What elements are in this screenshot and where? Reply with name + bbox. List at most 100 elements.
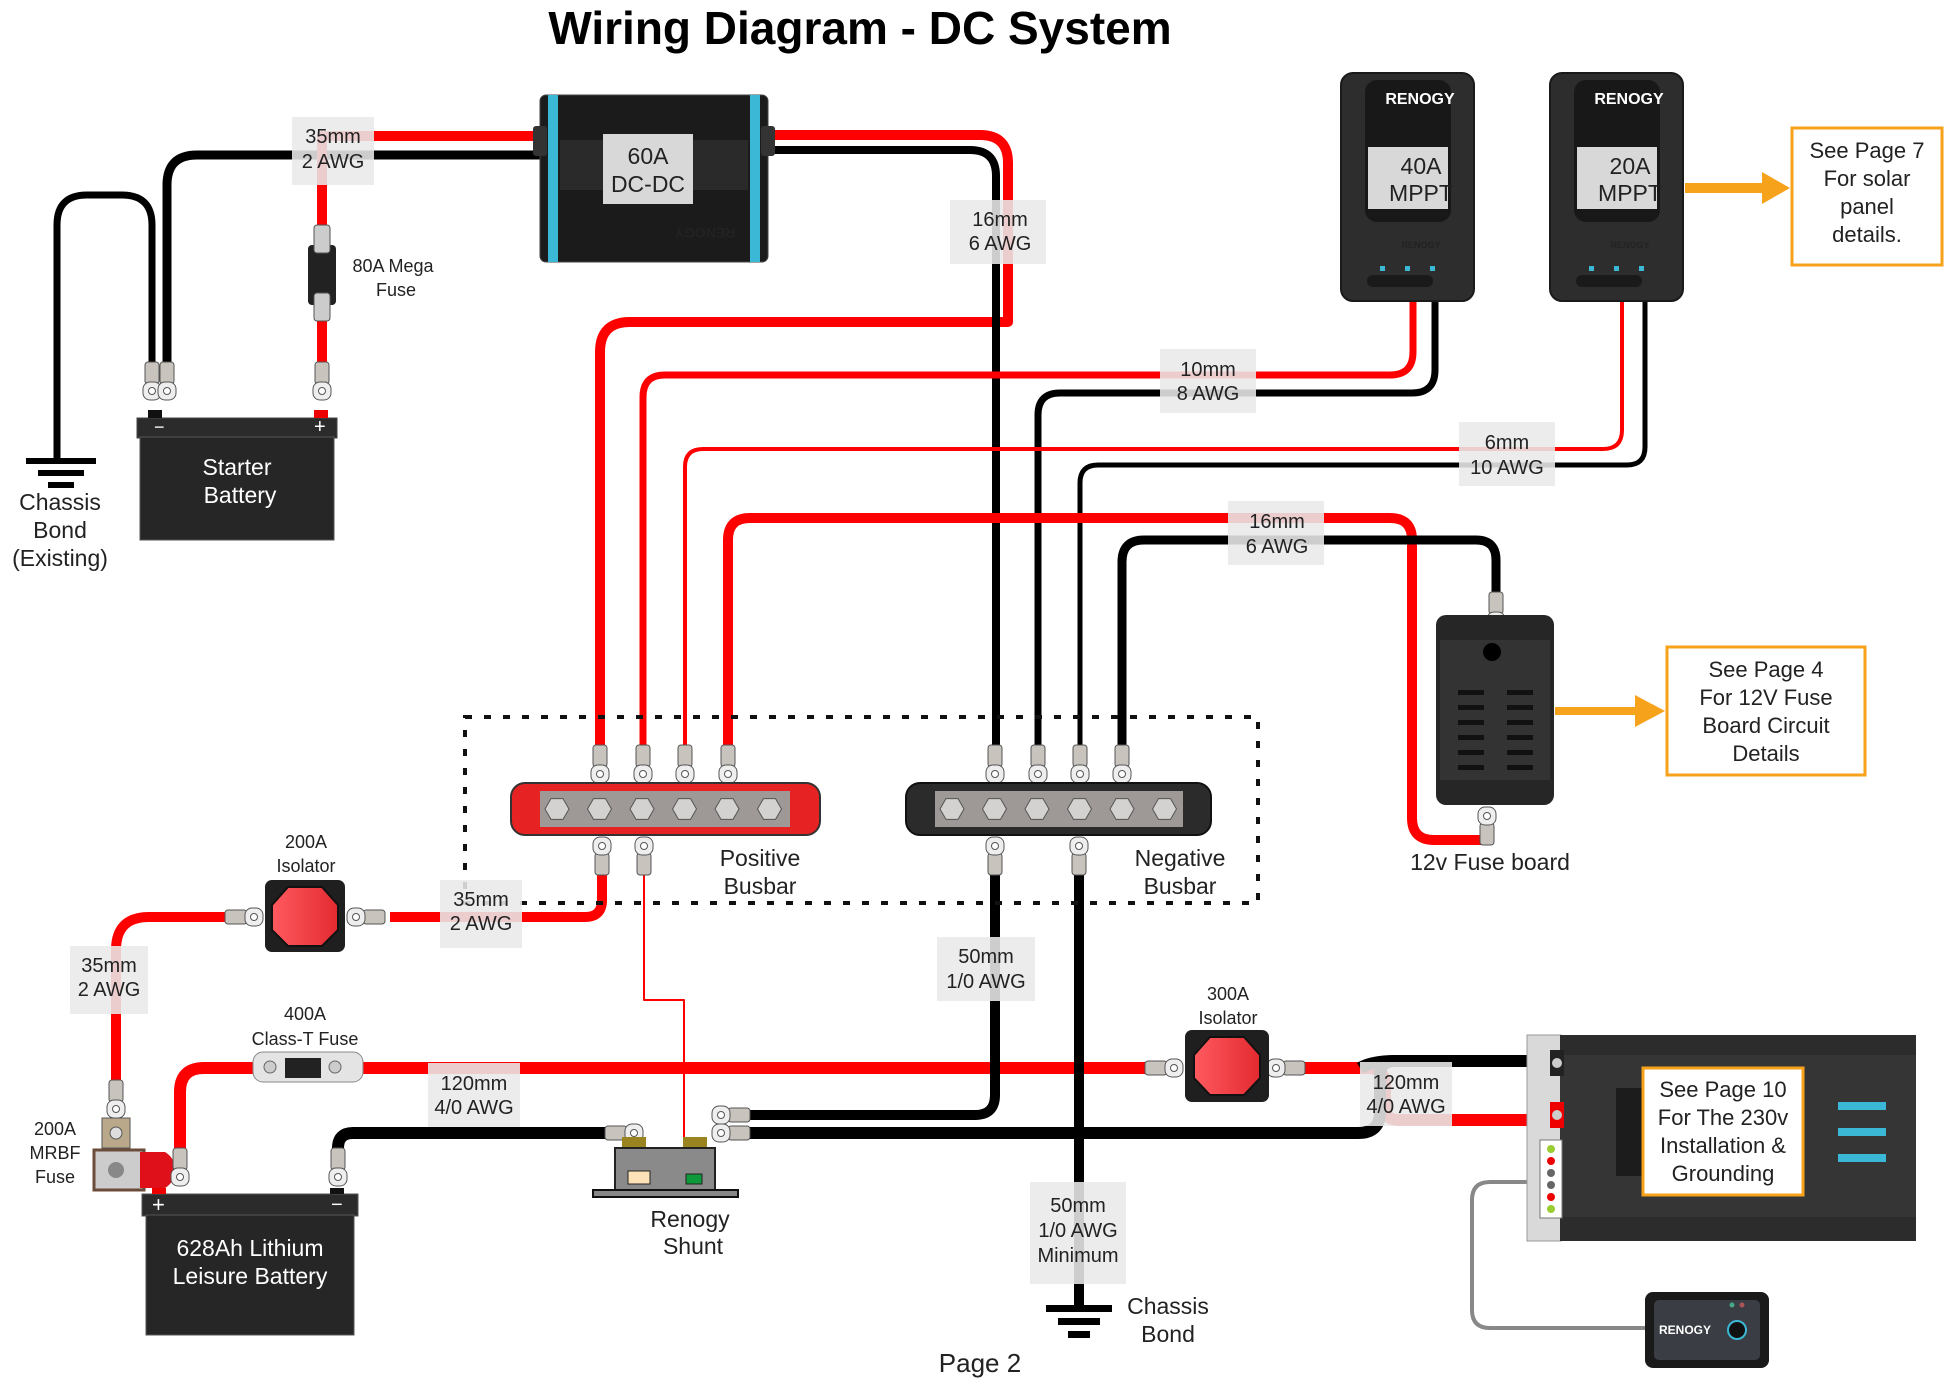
wire-chassis-left bbox=[53, 191, 156, 460]
svg-text:60A: 60A bbox=[628, 143, 670, 169]
svg-text:Board Circuit: Board Circuit bbox=[1702, 713, 1829, 738]
svg-text:RENOGY: RENOGY bbox=[1594, 91, 1664, 108]
fuse-slot bbox=[1458, 765, 1484, 770]
svg-text:−: − bbox=[154, 417, 165, 437]
isolator-200a[interactable]: 200A Isolator bbox=[224, 832, 386, 952]
fuse-slot bbox=[1507, 690, 1533, 695]
svg-text:400A: 400A bbox=[284, 1004, 326, 1024]
starter-battery[interactable]: − + Starter Battery bbox=[136, 410, 338, 541]
wire-label-mppt40: 10mm 8 AWG bbox=[1160, 349, 1256, 413]
svg-text:For solar: For solar bbox=[1824, 166, 1911, 191]
svg-text:35mm: 35mm bbox=[305, 126, 361, 148]
svg-text:300A: 300A bbox=[1207, 984, 1249, 1004]
svg-text:4/0 AWG: 4/0 AWG bbox=[1366, 1096, 1445, 1118]
positive-busbar[interactable]: Positive Busbar bbox=[510, 782, 821, 899]
svg-text:Installation &: Installation & bbox=[1660, 1133, 1786, 1158]
renogy-shunt[interactable]: Renogy Shunt bbox=[592, 1105, 751, 1259]
wire-isolator-to-busbar bbox=[390, 865, 607, 922]
svg-text:MPPT: MPPT bbox=[1389, 180, 1453, 206]
svg-text:Busbar: Busbar bbox=[1144, 873, 1217, 899]
svg-text:6mm: 6mm bbox=[1485, 432, 1529, 454]
callout-inverter[interactable]: See Page 10 For The 230v Installation & … bbox=[1641, 1066, 1805, 1197]
busbar-stud bbox=[1066, 798, 1093, 820]
svg-text:RENOGY: RENOGY bbox=[1385, 91, 1455, 108]
fuse-slot bbox=[1458, 690, 1484, 695]
svg-text:Chassis: Chassis bbox=[19, 489, 101, 515]
svg-text:Isolator: Isolator bbox=[1198, 1008, 1257, 1028]
svg-text:10 AWG: 10 AWG bbox=[1470, 457, 1544, 479]
inverter-remote[interactable]: RENOGY bbox=[1645, 1292, 1769, 1368]
svg-text:Starter: Starter bbox=[202, 454, 271, 480]
arrow-right-icon bbox=[1685, 172, 1790, 204]
wire-labels: 35mm 2 AWG 16mm 6 AWG 10mm 8 AWG 6mm 10 … bbox=[70, 117, 1555, 1284]
svg-text:Bond: Bond bbox=[1141, 1321, 1195, 1347]
fuse-slot bbox=[1507, 735, 1533, 740]
svg-text:+: + bbox=[314, 416, 326, 438]
fuse-slot bbox=[1507, 720, 1533, 725]
svg-text:MRBF: MRBF bbox=[30, 1143, 81, 1163]
ground-icon bbox=[26, 458, 96, 488]
dcdc-charger[interactable]: 60A DC-DC RENOGY bbox=[533, 94, 775, 263]
svg-text:MPPT: MPPT bbox=[1598, 180, 1662, 206]
wire-dcdc-out-pos bbox=[595, 130, 1013, 745]
busbar-stud bbox=[981, 798, 1008, 820]
busbar-stud bbox=[586, 798, 613, 820]
svg-text:2 AWG: 2 AWG bbox=[78, 979, 141, 1001]
wire-label-dcdc-out: 16mm 6 AWG bbox=[950, 200, 1046, 264]
busbar-enclosure bbox=[463, 715, 1260, 905]
wire-remote bbox=[1470, 1180, 1645, 1330]
svg-text:See Page 4: See Page 4 bbox=[1709, 657, 1824, 682]
svg-text:Negative: Negative bbox=[1135, 845, 1226, 871]
svg-text:Positive: Positive bbox=[720, 845, 801, 871]
svg-text:Minimum: Minimum bbox=[1037, 1245, 1118, 1267]
svg-text:40A: 40A bbox=[1401, 153, 1443, 179]
busbar-stud bbox=[756, 798, 783, 820]
svg-text:4/0 AWG: 4/0 AWG bbox=[434, 1097, 513, 1119]
wire-label-mrbf-to-isolator: 35mm 2 AWG bbox=[70, 946, 148, 1014]
svg-text:Battery: Battery bbox=[204, 482, 277, 508]
busbar-stud bbox=[671, 798, 698, 820]
callout-fuse-board[interactable]: See Page 4 For 12V Fuse Board Circuit De… bbox=[1555, 645, 1867, 777]
isolator-300a[interactable]: 300A Isolator bbox=[1144, 984, 1306, 1102]
mega-fuse: 80A Mega Fuse bbox=[308, 224, 435, 322]
svg-text:200A: 200A bbox=[285, 832, 327, 852]
svg-text:details.: details. bbox=[1832, 222, 1902, 247]
svg-text:RENOGY: RENOGY bbox=[1610, 240, 1649, 250]
busbar-stud bbox=[939, 798, 965, 820]
svg-text:Grounding: Grounding bbox=[1672, 1161, 1775, 1186]
svg-text:Fuse: Fuse bbox=[35, 1167, 75, 1187]
lithium-battery[interactable]: + − 628Ah Lithium Leisure Battery bbox=[141, 1188, 359, 1336]
wire-dcdc-out-neg bbox=[770, 146, 1000, 745]
svg-text:50mm: 50mm bbox=[958, 946, 1014, 968]
svg-text:For 12V Fuse: For 12V Fuse bbox=[1699, 685, 1832, 710]
svg-text:panel: panel bbox=[1840, 194, 1894, 219]
ground-icon bbox=[1046, 1305, 1112, 1338]
chassis-bond-existing: Chassis Bond (Existing) bbox=[12, 458, 108, 571]
fuse-board[interactable]: 12v Fuse board bbox=[1410, 591, 1570, 875]
wire-battery-neg-to-shunt bbox=[332, 1127, 630, 1165]
page-title: Wiring Diagram - DC System bbox=[548, 2, 1171, 54]
callout-solar[interactable]: See Page 7 For solar panel details. bbox=[1685, 126, 1944, 267]
svg-text:80A Mega: 80A Mega bbox=[352, 256, 434, 276]
svg-text:Fuse: Fuse bbox=[376, 280, 416, 300]
fuse-slot bbox=[1507, 765, 1533, 770]
svg-text:Renogy: Renogy bbox=[650, 1206, 730, 1232]
svg-text:1/0 AWG: 1/0 AWG bbox=[1038, 1220, 1117, 1242]
mppt-40a[interactable]: RENOGY 40A MPPT RENOGY bbox=[1340, 72, 1475, 302]
wire-shunt-sense bbox=[643, 865, 685, 1152]
svg-text:120mm: 120mm bbox=[1373, 1072, 1440, 1094]
svg-text:See Page 10: See Page 10 bbox=[1659, 1077, 1786, 1102]
wire-mppt20-neg bbox=[1077, 300, 1648, 745]
mppt-20a[interactable]: RENOGY 20A MPPT RENOGY bbox=[1549, 72, 1684, 302]
power-button-icon[interactable] bbox=[1727, 1320, 1747, 1340]
svg-text:50mm: 50mm bbox=[1050, 1195, 1106, 1217]
wire-battery-main-pos bbox=[174, 1062, 1148, 1165]
negative-busbar[interactable]: Negative Busbar bbox=[905, 782, 1226, 899]
svg-text:Leisure Battery: Leisure Battery bbox=[173, 1263, 328, 1289]
wire-label-fuse-board: 16mm 6 AWG bbox=[1228, 501, 1324, 565]
svg-text:16mm: 16mm bbox=[1249, 511, 1305, 533]
terminal-dots bbox=[1547, 1145, 1555, 1213]
svg-text:35mm: 35mm bbox=[81, 955, 137, 977]
svg-text:2 AWG: 2 AWG bbox=[450, 913, 513, 935]
wire-label-starter-to-dcdc: 35mm 2 AWG bbox=[292, 117, 374, 185]
